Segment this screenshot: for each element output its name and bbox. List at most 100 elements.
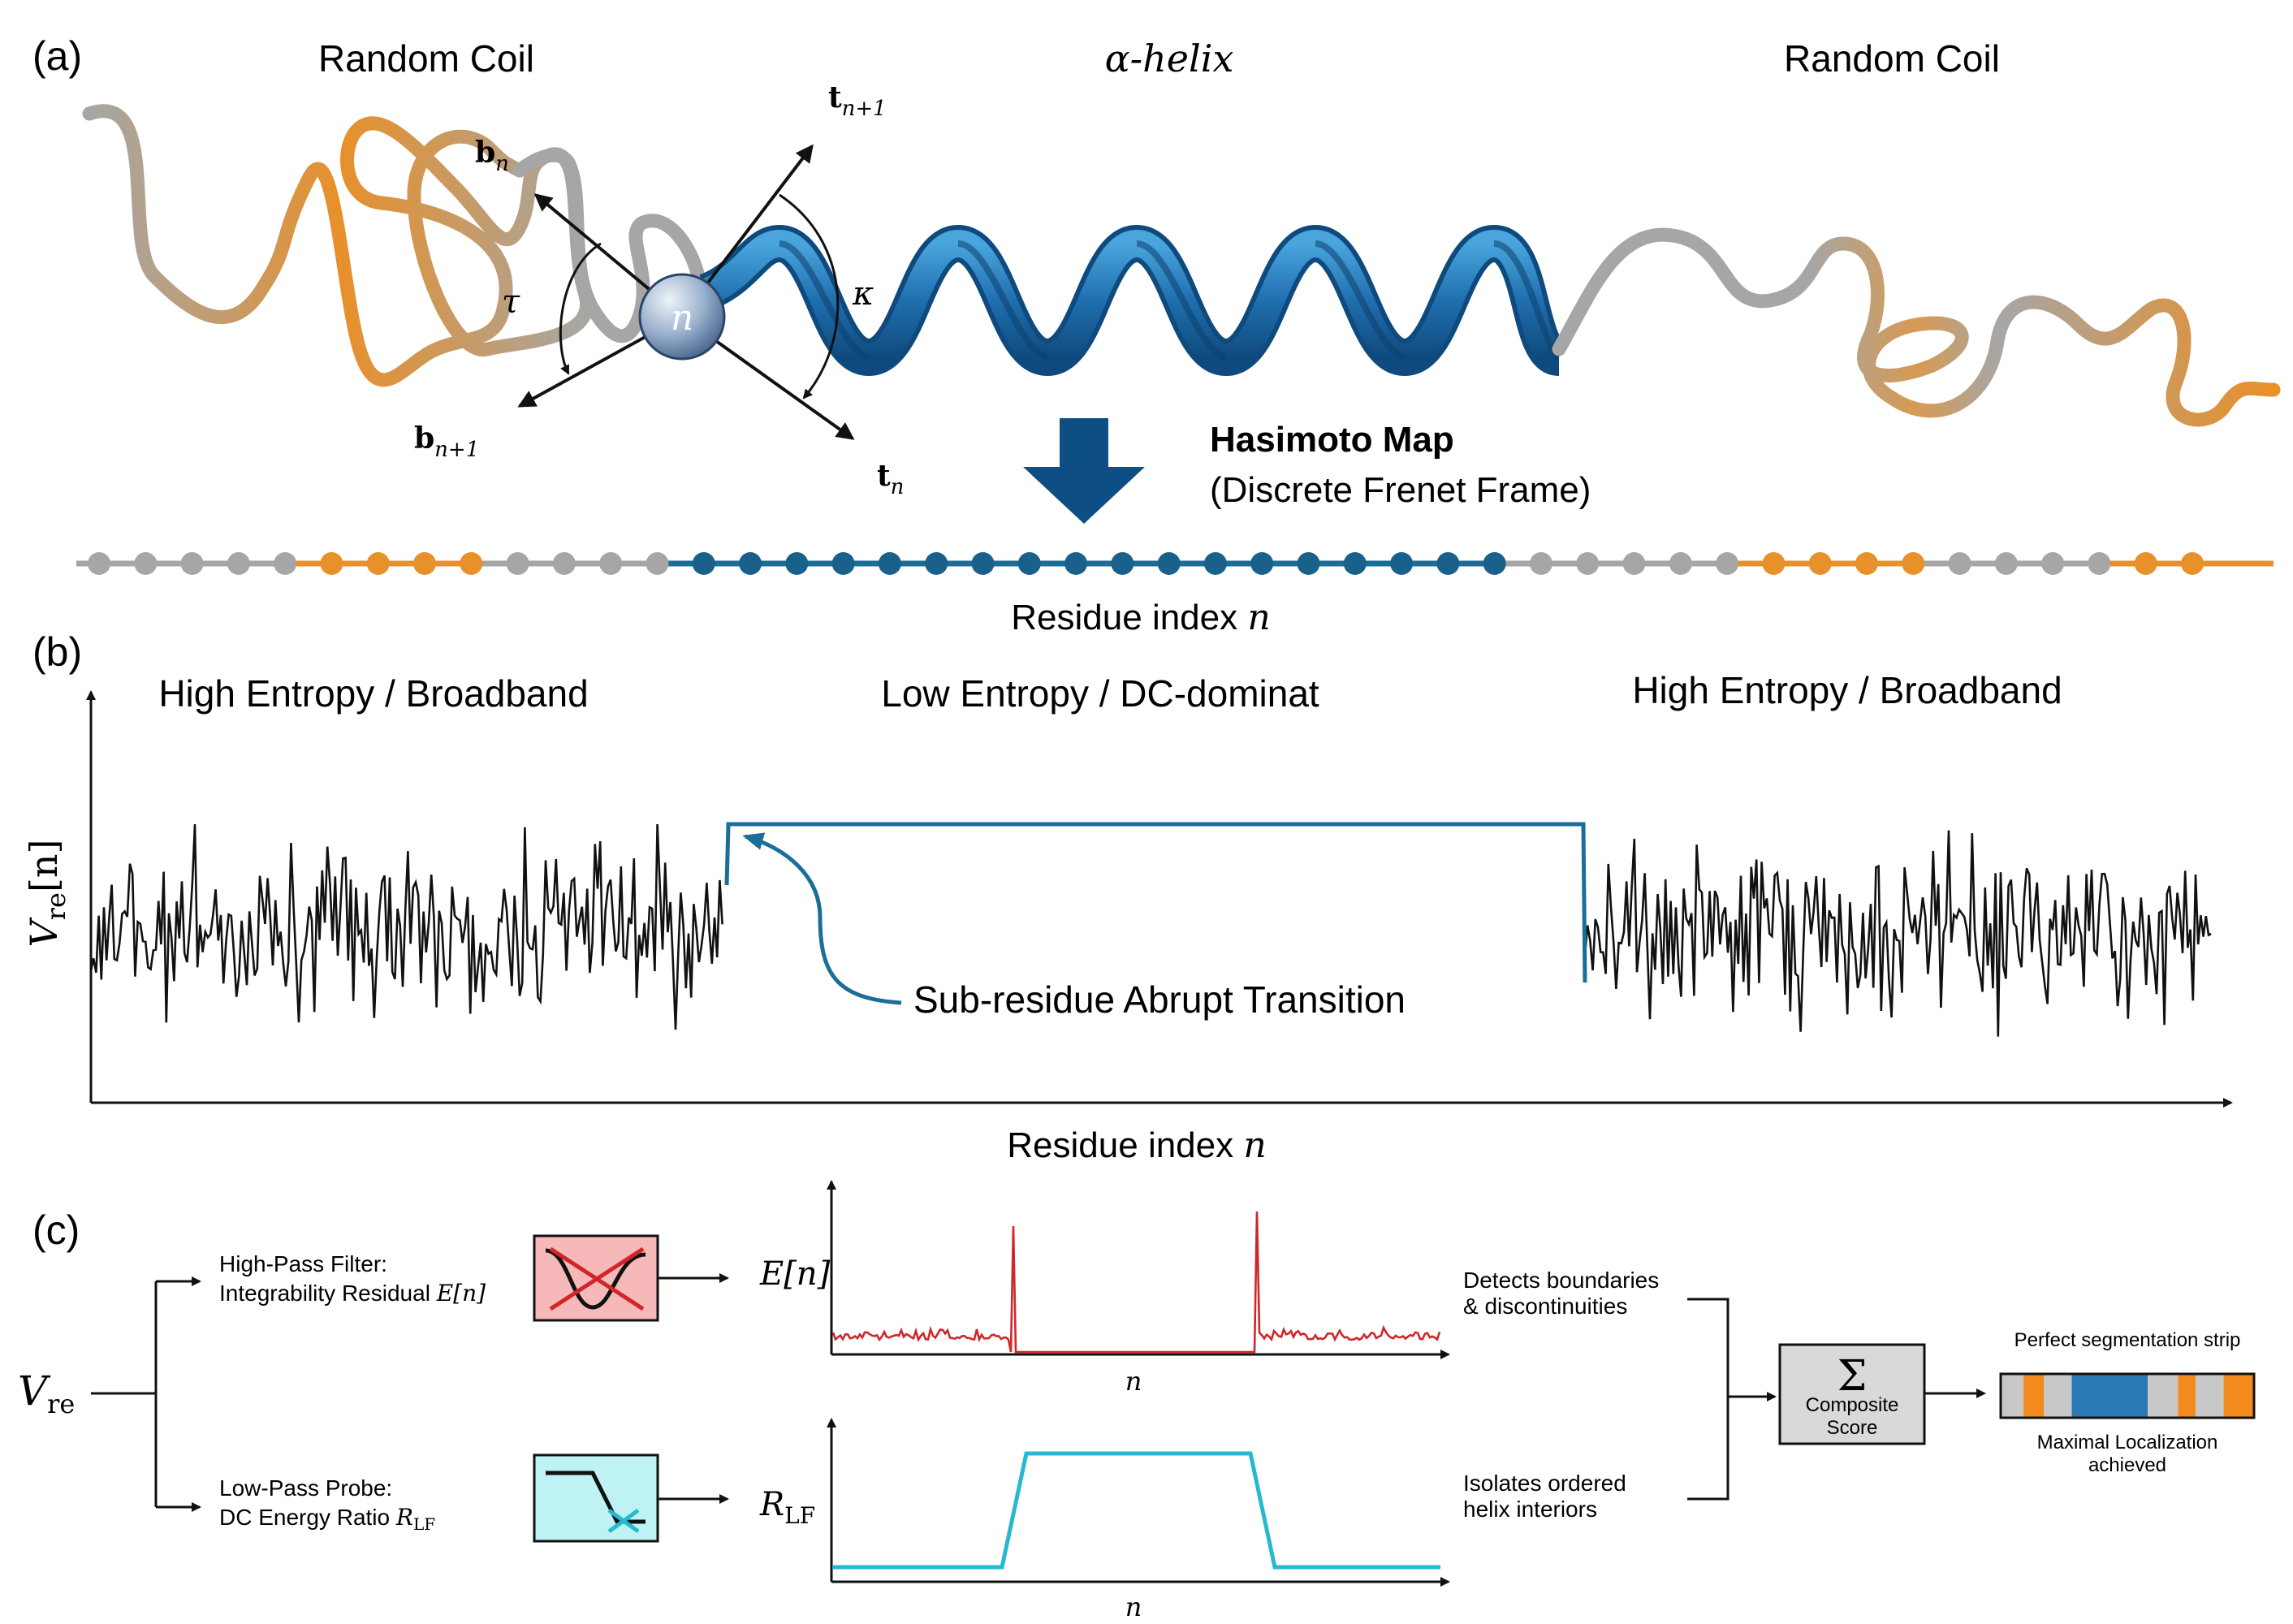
hp-title: High-Pass Filter: [219,1251,387,1276]
strip-segment-coil [2044,1374,2072,1418]
residue-node [1203,552,1227,575]
segmentation-strip [1999,1372,2256,1419]
residue-node [1622,552,1646,575]
residue-node [692,552,715,575]
residue-node-label: n [671,297,693,339]
residue-node-ball [638,273,726,361]
torsion-tau-label: τ [502,283,520,321]
residue-node [2088,552,2111,575]
residue-node [1762,552,1786,575]
residue-node [1436,552,1460,575]
residue-node [320,552,343,575]
strip-caption-1: Maximal Localization [2037,1432,2218,1453]
frenet-frame: n bn bn+1 tn+1 tn τ κ [414,80,904,499]
combine-bracket [1687,1298,1729,1501]
residue-node [552,552,576,575]
residue-node [1250,552,1274,575]
panel-c: (c) Vre High-Pass Filter: Integrability … [18,1180,2256,1622]
residue-node [1808,552,1832,575]
residue-node [1529,552,1552,575]
strip-caption-2: achieved [2088,1454,2166,1476]
strip-segment-helixb [2223,1374,2254,1418]
residue-node [2041,552,2065,575]
residue-node [1902,552,1925,575]
residue-node [1390,552,1414,575]
strip-segment-helixb [2178,1374,2196,1418]
residue-node [739,552,762,575]
hasimoto-map-title: Hasimoto Map [1210,420,1454,460]
high-pass-filter-box [533,1234,659,1322]
coil-left-tail [512,148,706,343]
residue-chain [76,552,2274,575]
alpha-helix-ribbon [698,224,1565,377]
residue-node [134,552,158,575]
residue-node [1948,552,1971,575]
residue-axis-label: Residue index n [1011,597,1270,638]
strip-border [1999,1372,2256,1419]
residue-node [366,552,390,575]
signal-dc-plateau [724,822,1587,983]
signal-noise-left [89,823,723,1030]
coil-right-curve [1552,227,2281,427]
r-plot-signal [833,1451,1440,1570]
hasimoto-map-subtitle: (Discrete Frenet Frame) [1210,470,1591,510]
lp-response-curve [546,1471,646,1524]
e-plot-signal [831,1211,1441,1354]
lp-note-line-1: Isolates ordered [1463,1471,1626,1496]
lp-note-line-2: helix interiors [1463,1497,1597,1522]
residue-node [413,552,437,575]
e-plot-x-label: n [1125,1366,1142,1397]
composite-label-1: Composite [1806,1394,1899,1416]
residue-node [506,552,529,575]
panel-b-x-label: Residue index n [1007,1125,1266,1166]
residue-node [1297,552,1320,575]
region-label-low-entropy: Low Entropy / DC-dominat [881,672,1319,715]
residue-node [1111,552,1134,575]
strip-segment-helixb [2023,1374,2045,1418]
curvature-angle-arc [779,193,840,400]
residue-node [646,552,669,575]
coil-left-curve [82,104,594,387]
panel-a-label: (a) [32,33,82,79]
r-plot-label: RLF [759,1486,815,1529]
panel-b: (b) High Entropy / Broadband Low Entropy… [22,629,2233,1166]
residue-node [878,552,901,575]
composite-label-2: Score [1827,1417,1878,1439]
input-signal-label: Vre [18,1367,75,1419]
curvature-kappa-label: κ [852,275,874,313]
strip-segment-coil [2001,1374,2024,1418]
vector-b-n-label: bn [475,136,509,176]
strip-title: Perfect segmentation strip [2014,1329,2241,1351]
e-plot-label: E[n] [759,1255,831,1293]
hp-note-line-1: Detects boundaries [1463,1268,1659,1293]
hp-description: Integrability Residual E[n] [219,1280,486,1307]
residue-node [2134,552,2157,575]
region-label-right-coil: Random Coil [1784,37,2000,80]
residue-node [1157,552,1181,575]
residue-node [227,552,250,575]
residue-node [460,552,483,575]
strip-segment-coil [2196,1374,2224,1418]
composite-score-box: Σ Composite Score [1778,1343,1926,1445]
signal-noise-right [1583,830,2212,1037]
panel-b-label: (b) [32,629,82,675]
region-label-high-entropy-right: High Entropy / Broadband [1632,669,2062,711]
panel-a: (a) Random Coil α-helix Random Coil n bn… [32,33,2281,638]
residue-node [1855,552,1878,575]
residue-node [925,552,948,575]
region-label-left-coil: Random Coil [318,37,534,80]
panel-c-label: (c) [32,1207,80,1253]
residue-node [1994,552,2018,575]
residue-node [1343,552,1367,575]
strip-segment-helix [2071,1374,2148,1418]
region-label-high-entropy-left: High Entropy / Broadband [158,672,588,715]
lp-title: Low-Pass Probe: [219,1475,392,1501]
lp-description: DC Energy Ratio RLF [219,1504,435,1534]
residue-node [971,552,995,575]
residue-node [180,552,204,575]
vector-t-n-label: tn [877,459,904,499]
residue-node [1669,552,1692,575]
residue-node [1483,552,1506,575]
residue-node [1064,552,1088,575]
hasimoto-down-arrow [1023,418,1145,524]
